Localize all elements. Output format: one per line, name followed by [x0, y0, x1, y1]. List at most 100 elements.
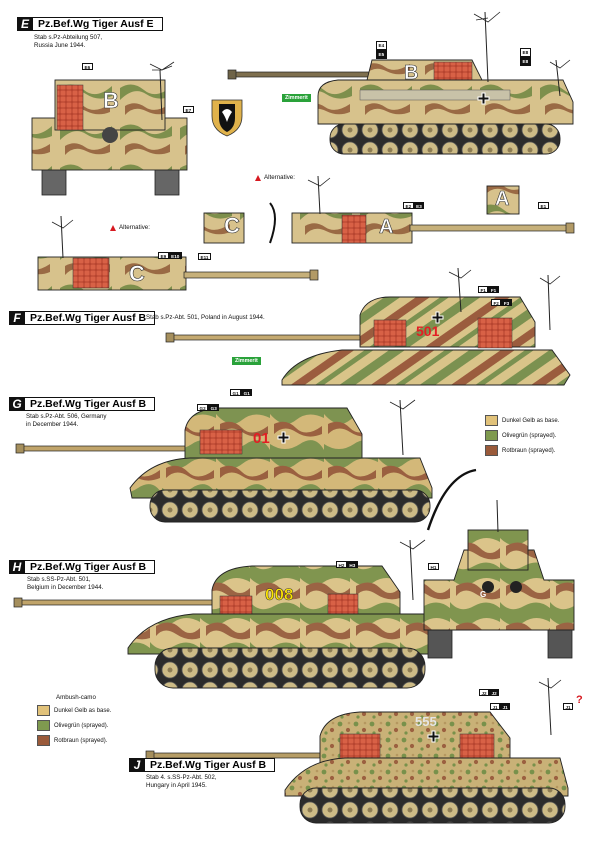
decal-tag-f1: F1 F1 — [478, 286, 499, 293]
tiger-e-front-view — [31, 61, 188, 196]
color-legend: Dunkel Gelb as base. Olivegrün (sprayed)… — [485, 415, 559, 456]
marking-c-rear: C — [224, 213, 240, 239]
question-mark: ? — [576, 694, 583, 706]
legend-item: Dunkel Gelb as base. — [37, 705, 111, 716]
alternative-label-a: Alternative: — [255, 174, 295, 181]
color-legend-j: Dunkel Gelb as base. Olivegrün (sprayed)… — [37, 705, 111, 746]
tag-label: E1 — [538, 202, 549, 209]
legend-item: Olivegrün (sprayed). — [485, 430, 559, 441]
decal-tag-j2: J2 J2 — [479, 689, 500, 696]
divider-curve — [426, 468, 477, 531]
section-e-header: E Pz.Bef.Wg Tiger Ausf E — [17, 17, 163, 31]
alternative-text: Alternative: — [264, 174, 295, 181]
legend-item: Rotbraun (sprayed). — [37, 735, 111, 746]
tag-label: J2 — [479, 689, 490, 696]
color-swatch — [37, 705, 50, 716]
subtitle-line: Stab s.Pz-Abt. 506, Germany — [26, 413, 107, 420]
decal-tag-e11: E11 — [198, 253, 211, 260]
tag-label: E10 — [168, 252, 182, 259]
tiger-b-g-side-view — [15, 399, 433, 523]
tiger-e-side-view — [227, 11, 574, 155]
divider-curve — [269, 202, 276, 244]
decal-tag-e4-e5: E4 E5 — [376, 41, 387, 59]
decal-tag-f2-f3: F2 F3 — [491, 299, 512, 306]
warning-triangle-icon — [110, 224, 116, 231]
alternative-text: Alternative: — [119, 224, 150, 231]
marking-555: 555 — [415, 714, 437, 729]
subtitle-line: in December 1944. — [26, 421, 79, 428]
tag-label: G3 — [208, 404, 220, 411]
marking-c: C — [129, 261, 145, 287]
zimmerit-badge: Zimmerit — [232, 357, 261, 365]
tag-label: E3 — [413, 202, 425, 209]
section-letter: E — [17, 17, 33, 31]
tiger-b-f-side-view — [165, 267, 571, 386]
subtitle-line: Russia June 1944. — [34, 42, 86, 49]
section-title: Pz.Bef.Wg Tiger Ausf B — [25, 560, 156, 574]
marking-g-rear: G — [480, 590, 487, 599]
section-e-subtitle: Stab s.Pz-Abteilung 507, Russia June 194… — [34, 34, 102, 50]
marking-501: 501 — [416, 323, 440, 339]
decal-tag-e2-e3: E2 E3 — [403, 202, 425, 209]
section-title: Pz.Bef.Wg Tiger Ausf E — [33, 17, 163, 31]
tag-label: H3 — [346, 561, 358, 568]
tag-label: H1 — [428, 563, 439, 570]
alternative-c-rear — [203, 212, 245, 244]
legend-item: Rotbraun (sprayed). — [485, 445, 559, 456]
section-letter: H — [9, 560, 25, 574]
legend-label: Olivegrün (sprayed). — [502, 432, 557, 439]
tag-label: H2 — [336, 561, 347, 568]
alternative-label-c: Alternative: — [110, 224, 150, 231]
unit-emblem — [211, 99, 243, 137]
balkenkreuz-cross — [277, 92, 490, 743]
tag-label: E6 — [82, 63, 93, 70]
tag-label: E11 — [198, 253, 211, 260]
marking-b-front: B — [103, 88, 119, 114]
decal-tag-e8: E8 E8 — [520, 48, 531, 66]
decal-tag-e7: E7 — [183, 106, 194, 113]
decal-tag-e6: E6 — [82, 63, 93, 70]
tag-label: E4 — [376, 41, 387, 50]
tag-label: F1 — [478, 286, 489, 293]
decal-tag-h2-h3: H2 H3 — [336, 561, 358, 568]
decal-tag-g1: G1 G1 — [230, 389, 253, 396]
alternative-a-turret — [291, 175, 575, 244]
marking-a-rear: A — [495, 188, 510, 211]
legend-item: Dunkel Gelb as base. — [485, 415, 559, 426]
tag-label: E7 — [183, 106, 194, 113]
tag-label: J1 — [563, 703, 574, 710]
decal-tag-h1: H1 — [428, 563, 439, 570]
legend-label: Rotbraun (sprayed). — [54, 737, 108, 744]
section-g-subtitle: Stab s.Pz-Abt. 506, Germany in December … — [26, 413, 106, 429]
section-letter: F — [9, 311, 25, 325]
decal-tag-e9-e10: E9 E10 — [158, 252, 182, 259]
tag-label: E8 — [520, 48, 531, 57]
marking-a: A — [379, 216, 394, 239]
legend-label: Dunkel Gelb as base. — [502, 417, 560, 424]
tag-label: E2 — [403, 202, 414, 209]
tag-label: J2 — [489, 689, 500, 696]
alternative-c-turret — [37, 215, 319, 291]
legend-item: Olivegrün (sprayed). — [37, 720, 111, 731]
subtitle-line: Stab s.SS-Pz-Abt. 501, — [27, 576, 91, 583]
tag-label: G1 — [230, 389, 242, 396]
tag-label: F3 — [501, 299, 512, 306]
section-f-subtitle: Stab s.Pz-Abt. 501, Poland in August 194… — [146, 314, 265, 322]
tag-label: E5 — [376, 50, 387, 59]
section-h-subtitle: Stab s.SS-Pz-Abt. 501, Belgium in Decemb… — [27, 576, 103, 592]
color-swatch — [37, 720, 50, 731]
tiger-b-rear-view — [423, 499, 575, 659]
tag-label: E9 — [158, 252, 169, 259]
warning-triangle-icon — [255, 174, 261, 181]
zimmerit-badge: Zimmerit — [282, 94, 311, 102]
tiger-b-h-side-view — [13, 539, 436, 689]
tag-label: E8 — [520, 57, 531, 66]
subtitle-line: Stab 4. s.SS-Pz-Abt. 502, — [146, 774, 217, 781]
legend-label: Olivegrün (sprayed). — [54, 722, 109, 729]
color-swatch — [485, 415, 498, 426]
legend-label: Dunkel Gelb as base. — [54, 707, 112, 714]
legend-label: Rotbraun (sprayed). — [502, 447, 556, 454]
tag-label: F1 — [488, 286, 499, 293]
